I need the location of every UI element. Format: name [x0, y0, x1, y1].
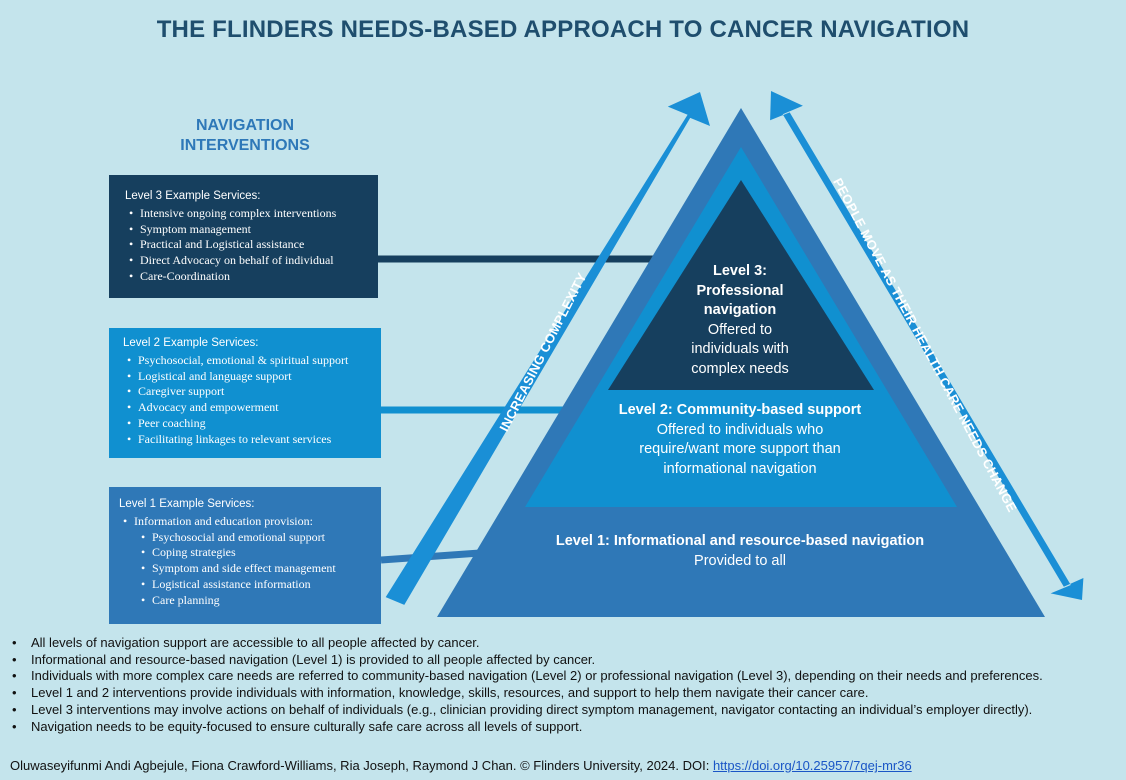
- notes-list: All levels of navigation support are acc…: [10, 635, 1126, 735]
- list-item: Information and education provision: Psy…: [123, 513, 371, 609]
- list-item: Psychosocial and emotional support: [141, 530, 371, 546]
- list-item: Informational and resource-based navigat…: [10, 652, 1126, 669]
- list-item: Level 3 interventions may involve action…: [10, 702, 1126, 719]
- level3-label: Level 3:: [713, 263, 767, 279]
- level1-sub-list: Psychosocial and emotional support Copin…: [134, 530, 371, 609]
- nav-heading-line1: NAVIGATION: [195, 117, 295, 134]
- level3-name-line2: navigation: [703, 302, 777, 318]
- level2-services-title: Level 2 Example Services:: [123, 337, 259, 349]
- level1-services-box: Level 1 Example Services: Information an…: [109, 487, 381, 624]
- increasing-complexity-arrow: [385, 92, 710, 605]
- level1-services-list: Information and education provision: Psy…: [119, 514, 371, 609]
- pyramid-level3: [608, 180, 874, 390]
- list-item: Symptom management: [129, 222, 368, 238]
- level1-title: Level 1: Informational and resource-base…: [555, 533, 925, 549]
- list-item: Direct Advocacy on behalf of individual: [129, 253, 368, 269]
- level2-desc-line1: Offered to individuals who: [656, 421, 824, 438]
- list-item: Level 1 and 2 interventions provide indi…: [10, 685, 1126, 702]
- list-item: All levels of navigation support are acc…: [10, 635, 1126, 652]
- level3-services-box: Level 3 Example Services: Intensive ongo…: [109, 175, 378, 298]
- level3-name-line1: Professional: [696, 282, 784, 299]
- level2-title: Level 2: Community-based support: [618, 402, 862, 418]
- list-item: Practical and Logistical assistance: [129, 237, 368, 253]
- list-item: Advocacy and empowerment: [127, 400, 371, 416]
- list-item: Facilitating linkages to relevant servic…: [127, 432, 371, 448]
- level2-services-list: Psychosocial, emotional & spiritual supp…: [123, 353, 371, 448]
- people-move-arrow: [770, 91, 1084, 600]
- level2-text: Level 2: Community-based support Offered…: [590, 401, 890, 479]
- list-item: Intensive ongoing complex interventions: [129, 206, 368, 222]
- level1-text: Level 1: Informational and resource-base…: [520, 532, 960, 571]
- list-item: Logistical and language support: [127, 369, 371, 385]
- list-item: Individuals with more complex care needs…: [10, 668, 1126, 685]
- list-item: Peer coaching: [127, 416, 371, 432]
- list-item: Caregiver support: [127, 384, 371, 400]
- level3-desc-line1: Offered to: [707, 321, 773, 338]
- level3-desc-line2: individuals with: [691, 341, 789, 357]
- level2-services-box: Level 2 Example Services: Psychosocial, …: [109, 328, 381, 458]
- list-item: Symptom and side effect management: [141, 561, 371, 577]
- navigation-interventions-heading: NAVIGATION INTERVENTIONS: [140, 116, 350, 156]
- list-item: Logistical assistance information: [141, 577, 371, 593]
- level3-text: Level 3: Professional navigation Offered…: [660, 262, 820, 379]
- level1-desc: Provided to all: [694, 552, 786, 569]
- citation-text: Oluwaseyifunmi Andi Agbejule, Fiona Craw…: [10, 758, 713, 773]
- level1-main-item: Information and education provision:: [134, 513, 313, 528]
- list-item: Navigation needs to be equity-focused to…: [10, 719, 1126, 736]
- citation: Oluwaseyifunmi Andi Agbejule, Fiona Craw…: [10, 758, 912, 773]
- level2-desc-line2: require/want more support than: [639, 441, 841, 457]
- level3-services-title: Level 3 Example Services:: [125, 190, 261, 202]
- page-title: THE FLINDERS NEEDS-BASED APPROACH TO CAN…: [156, 16, 970, 43]
- nav-heading-line2: INTERVENTIONS: [180, 137, 310, 154]
- level3-desc-line3: complex needs: [691, 360, 789, 377]
- level2-desc-line3: informational navigation: [663, 460, 817, 477]
- doi-link[interactable]: https://doi.org/10.25957/7qej-mr36: [712, 758, 912, 773]
- list-item: Care-Coordination: [129, 269, 368, 285]
- list-item: Psychosocial, emotional & spiritual supp…: [127, 353, 371, 369]
- level3-services-list: Intensive ongoing complex interventions …: [125, 206, 368, 285]
- level1-services-title: Level 1 Example Services:: [119, 498, 255, 510]
- list-item: Coping strategies: [141, 545, 371, 561]
- list-item: Care planning: [141, 593, 371, 609]
